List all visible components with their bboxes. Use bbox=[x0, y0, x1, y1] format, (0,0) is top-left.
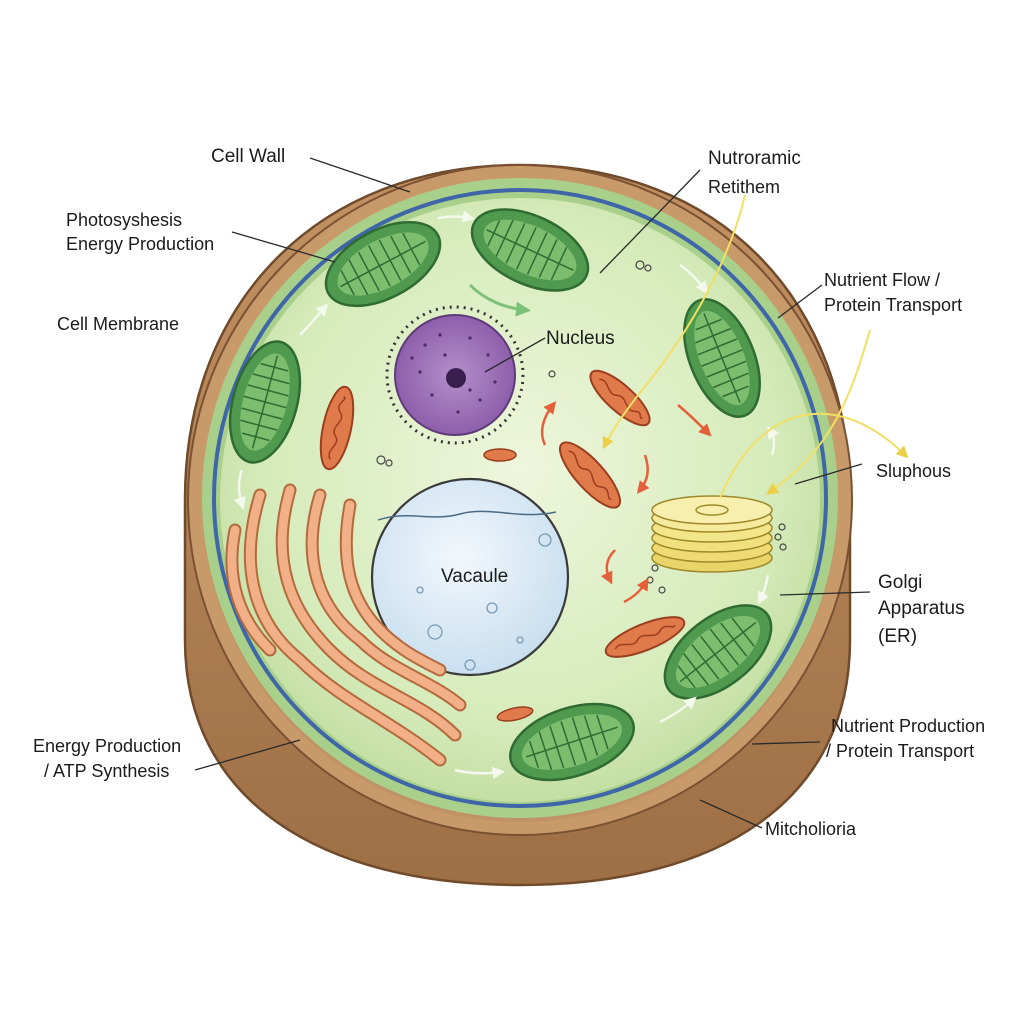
nutrient-flow-arrows bbox=[602, 194, 909, 499]
label-nutrient-production-line1: Nutrient Production bbox=[831, 716, 985, 736]
mitochondria bbox=[319, 369, 686, 722]
chloroplast bbox=[324, 220, 442, 308]
label-vacuole: Vacaule bbox=[441, 566, 508, 587]
label-golgi-line3: (ER) bbox=[878, 626, 917, 647]
transport-arrows bbox=[540, 401, 712, 604]
vesicles bbox=[376, 260, 787, 594]
vacuole bbox=[370, 477, 570, 677]
label-photosynthesis-line1: Photosyshesis bbox=[66, 210, 182, 230]
golgi-apparatus bbox=[651, 495, 773, 573]
chloroplast bbox=[470, 208, 590, 292]
label-nutroramic-line2: Retithem bbox=[708, 177, 780, 197]
chloroplasts bbox=[228, 208, 773, 782]
label-sluphous: Sluphous bbox=[876, 461, 951, 481]
label-nutrient-production-line2: / Protein Transport bbox=[826, 741, 974, 761]
chloroplast bbox=[663, 604, 773, 700]
label-golgi-line1: Golgi bbox=[878, 572, 922, 593]
nucleus bbox=[385, 305, 525, 445]
label-nucleus: Nucleus bbox=[546, 328, 615, 349]
label-cell-wall: Cell Wall bbox=[211, 146, 285, 167]
streaming-arrows bbox=[233, 210, 780, 780]
label-golgi-line2: Apparatus bbox=[878, 598, 965, 619]
label-energy-production-line2: / ATP Synthesis bbox=[44, 761, 169, 781]
chloroplast bbox=[228, 340, 302, 464]
leader-lines bbox=[194, 157, 871, 829]
label-energy-production-line1: Energy Production bbox=[33, 736, 181, 756]
green-arrow bbox=[468, 283, 531, 317]
chromatin-dots bbox=[410, 333, 497, 414]
chloroplast bbox=[508, 702, 636, 782]
endoplasmic-reticulum bbox=[225, 483, 467, 767]
labels: Cell Wall Photosyshesis Energy Productio… bbox=[33, 146, 985, 839]
label-cell-membrane: Cell Membrane bbox=[57, 314, 179, 334]
label-photosynthesis-line2: Energy Production bbox=[66, 234, 214, 254]
nucleolus bbox=[446, 368, 466, 388]
label-nutroramic-line1: Nutroramic bbox=[708, 148, 801, 169]
chloroplast bbox=[683, 298, 761, 418]
label-nutrient-flow-line1: Nutrient Flow / bbox=[824, 270, 940, 290]
label-nutrient-flow-line2: Protein Transport bbox=[824, 295, 962, 315]
label-mitcholioria: Mitcholioria bbox=[765, 819, 857, 839]
